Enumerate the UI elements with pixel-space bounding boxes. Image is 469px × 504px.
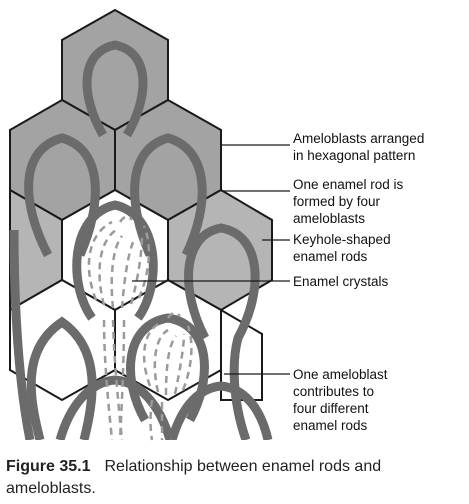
- keyhole-rod-right: [130, 133, 207, 257]
- label-keyhole-rods: Keyhole-shaped enamel rods: [293, 232, 391, 264]
- caption-text: Relationship between enamel rods and ame…: [6, 458, 382, 497]
- leader-lines: [132, 144, 290, 375]
- keyhole-rod-left: [24, 133, 100, 258]
- label-enamel-crystals: Enamel crystals: [293, 274, 389, 289]
- keyhole-rod-bottom-left: [55, 375, 175, 440]
- keyhole-rod-center: [72, 200, 158, 321]
- keyhole-rod-far-right: [184, 223, 260, 440]
- enamel-crystals: [87, 215, 193, 441]
- figure-number: Figure 35.1: [6, 458, 91, 475]
- enamel-rod-diagram: [9, 8, 290, 441]
- keyhole-rod-bottom-right: [167, 381, 273, 440]
- keyhole-rod-lower-left: [26, 316, 97, 440]
- label-ameloblast-contributes: One ameloblast contributes to four diffe…: [293, 367, 388, 433]
- rod-tail-left-edge: [9, 229, 35, 440]
- label-hexagonal-pattern: Ameloblasts arranged in hexagonal patter…: [293, 131, 425, 163]
- keyhole-rod-top: [82, 40, 148, 138]
- label-four-ameloblasts: One enamel rod is formed by four amelobl…: [293, 177, 404, 226]
